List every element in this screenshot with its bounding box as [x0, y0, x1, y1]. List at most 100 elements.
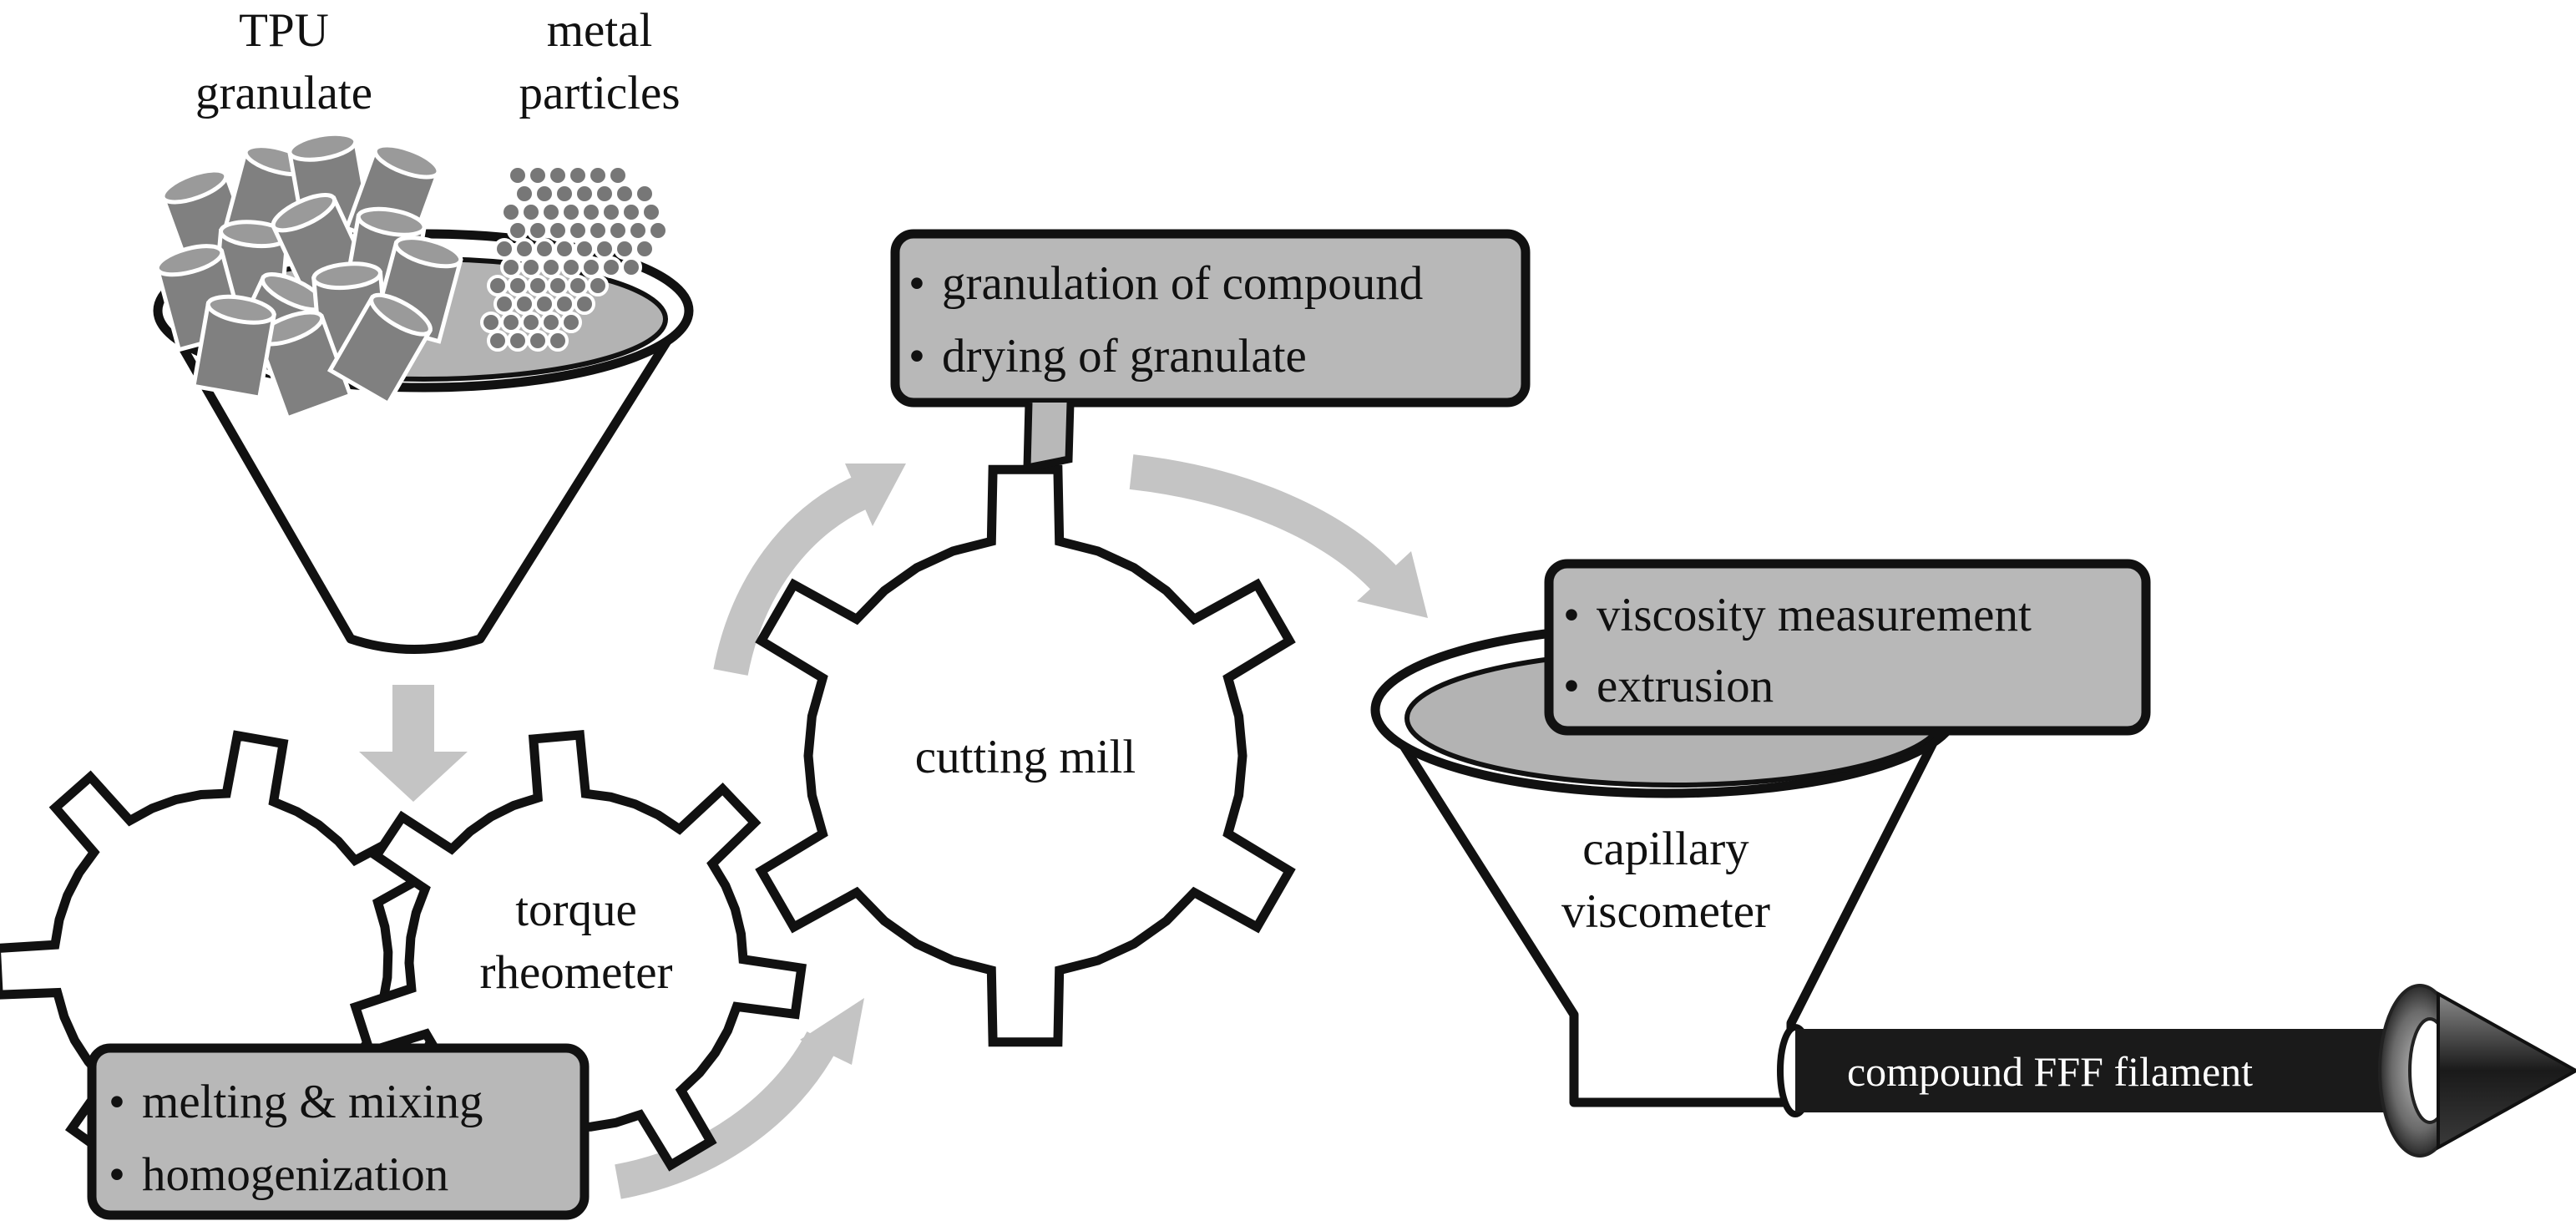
metal-particle	[614, 183, 635, 205]
metal-particle	[547, 330, 569, 352]
metal-label-line2: particles	[519, 67, 680, 119]
metal-particle	[527, 165, 549, 186]
metal-particle	[514, 238, 535, 260]
filament-arrow: compound FFF filament	[1777, 984, 2576, 1158]
filament-label: compound FFF filament	[1847, 1048, 2253, 1095]
metal-particle	[587, 220, 609, 241]
arrow-mill-to-viscometer-head	[1357, 551, 1428, 618]
rheometer-bullet-1-dot: •	[109, 1076, 125, 1128]
metal-particle	[540, 256, 562, 278]
metal-particle	[620, 256, 642, 278]
metal-particle	[567, 220, 589, 241]
metal-particle	[520, 312, 542, 333]
tpu-label-line2: granulate	[195, 67, 372, 119]
arrow-hopper-to-rheometer	[359, 685, 468, 802]
arrow-rheometer-to-mill	[615, 1031, 838, 1199]
mill-bullet-1-dot: •	[908, 257, 925, 310]
metal-particle	[527, 330, 549, 352]
metal-particle	[534, 238, 555, 260]
arrow-rheometer-to-mill-head	[800, 998, 864, 1065]
metal-particle	[487, 330, 509, 352]
metal-particle	[507, 220, 529, 241]
metal-particle	[560, 201, 582, 223]
metal-particle	[574, 238, 595, 260]
metal-particle	[500, 201, 522, 223]
metal-particle	[514, 183, 535, 205]
metal-particle	[640, 201, 662, 223]
metal-particle	[540, 312, 562, 333]
mill-bullet-1: granulation of compound	[942, 257, 1423, 310]
metal-particle	[500, 312, 522, 333]
metal-particle	[647, 220, 669, 241]
metal-label-line1: metal	[547, 4, 653, 57]
metal-particle	[514, 293, 535, 315]
flow-arrows	[359, 454, 1428, 1199]
rheometer-info-box: • melting & mixing • homogenization	[87, 1043, 590, 1220]
viscometer-bullet-2: extrusion	[1597, 660, 1774, 712]
arrow-mill-up-head	[845, 464, 906, 526]
viscometer-label-line1: capillary	[1582, 823, 1749, 875]
tpu-granules	[154, 131, 463, 421]
viscometer-bullet-1: viscosity measurement	[1597, 589, 2032, 641]
metal-particle	[520, 201, 542, 223]
metal-particle	[587, 165, 609, 186]
mill-box-connector	[1023, 402, 1075, 473]
metal-particle	[527, 275, 549, 296]
metal-particle	[500, 256, 522, 278]
metal-particle	[493, 238, 515, 260]
metal-particle	[527, 220, 549, 241]
tpu-granule	[191, 294, 276, 401]
rheometer-label-line1: torque	[515, 884, 637, 936]
metal-particle	[493, 293, 515, 315]
metal-particle	[547, 275, 569, 296]
metal-particle	[580, 201, 602, 223]
metal-particle	[580, 256, 602, 278]
metal-particle	[560, 312, 582, 333]
metal-particle	[480, 312, 502, 333]
cutting-mill-gear	[755, 464, 1296, 1047]
filament-tip	[2437, 990, 2576, 1151]
metal-particle	[594, 238, 615, 260]
metal-particle	[607, 220, 629, 241]
filament-body	[1795, 1029, 2422, 1112]
viscometer-label-line2: viscometer	[1561, 885, 1770, 938]
metal-particle	[620, 201, 642, 223]
viscometer-info-box: • viscosity measurement • extrusion	[1544, 559, 2151, 736]
metal-particle	[487, 275, 509, 296]
metal-particle	[627, 220, 649, 241]
metal-particle	[554, 293, 575, 315]
tpu-granule	[326, 292, 433, 407]
rheometer-bullet-2-dot: •	[109, 1148, 125, 1201]
metal-particle	[547, 165, 569, 186]
metal-particle	[600, 256, 622, 278]
metal-particle	[560, 256, 582, 278]
metal-particle	[600, 201, 622, 223]
metal-particle	[507, 330, 529, 352]
mill-info-box: • granulation of compound • drying of gr…	[890, 229, 1531, 473]
metal-particle	[534, 183, 555, 205]
tpu-label-line1: TPU	[239, 4, 329, 57]
rheometer-bullet-2: homogenization	[142, 1148, 448, 1201]
metal-particle	[587, 275, 609, 296]
mill-label: cutting mill	[915, 731, 1136, 783]
metal-particle	[634, 183, 655, 205]
metal-particle	[567, 275, 589, 296]
metal-particle	[554, 238, 575, 260]
mill-bullet-2-dot: •	[908, 330, 925, 382]
metal-particle	[594, 183, 615, 205]
metal-particle	[634, 238, 655, 260]
metal-particle	[607, 165, 629, 186]
metal-particle	[534, 293, 555, 315]
metal-particles	[480, 165, 669, 352]
arrow-mill-up	[713, 476, 868, 676]
rheometer-label-line2: rheometer	[479, 946, 672, 999]
arrow-mill-to-viscometer	[1129, 454, 1399, 593]
rheometer-bullet-1: melting & mixing	[142, 1076, 483, 1128]
metal-particle	[574, 183, 595, 205]
metal-particle	[614, 238, 635, 260]
mill-bullet-2: drying of granulate	[942, 330, 1307, 382]
metal-particle	[547, 220, 569, 241]
metal-particle	[567, 165, 589, 186]
